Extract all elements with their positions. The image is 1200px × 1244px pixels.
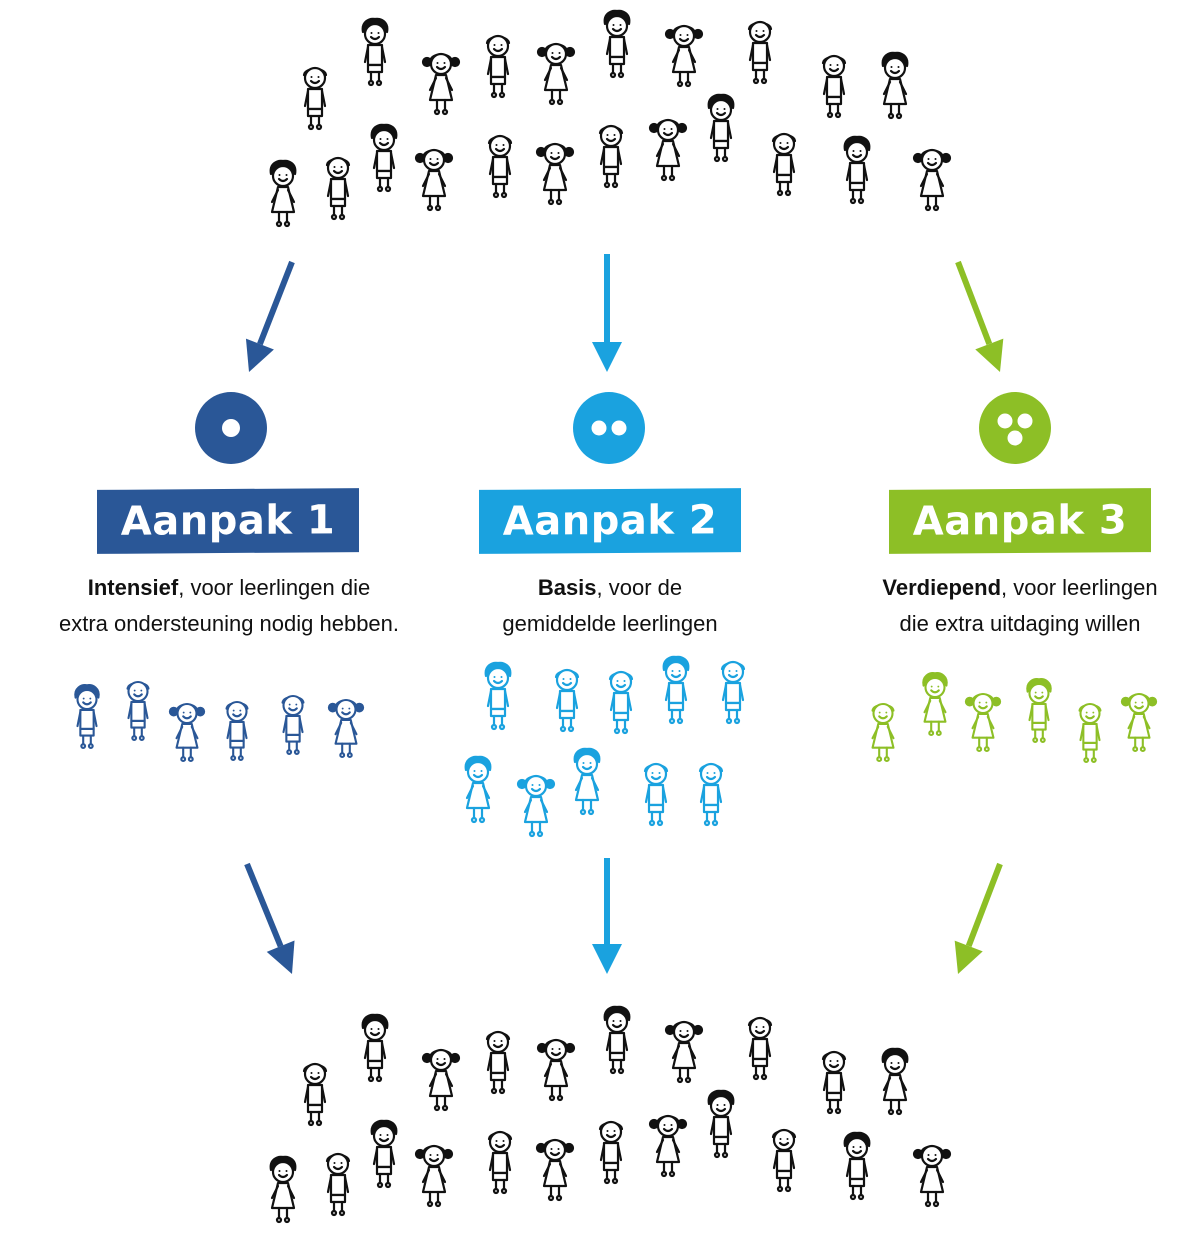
approach-1-bold: Intensief bbox=[87, 575, 179, 600]
group-2-student-4 bbox=[662, 655, 690, 725]
group-3-student-5 bbox=[1078, 702, 1102, 763]
student-bottom-4 bbox=[485, 1030, 511, 1095]
student-bottom-11 bbox=[269, 1155, 297, 1224]
group-2-student-7 bbox=[516, 774, 556, 838]
group-2-student-8 bbox=[573, 747, 601, 816]
arrow-to-approach-1 bbox=[245, 260, 295, 372]
approach-1-banner: Aanpak 1 bbox=[97, 488, 359, 554]
group-2-student-9 bbox=[643, 762, 669, 827]
student-top-10 bbox=[881, 51, 909, 120]
approach-1-level-icon bbox=[195, 392, 267, 464]
approach-1-label: Aanpak 1 bbox=[120, 497, 336, 545]
student-bottom-10 bbox=[881, 1047, 909, 1116]
group-2-student-2 bbox=[554, 668, 580, 733]
approach-3-bold: Verdiepend bbox=[882, 575, 1002, 600]
approach-2-bold: Basis bbox=[537, 575, 597, 600]
group-2-student-5 bbox=[720, 660, 746, 725]
group-1-student-4 bbox=[225, 700, 249, 761]
group-3-student-4 bbox=[1026, 678, 1052, 743]
student-top-19 bbox=[707, 93, 735, 163]
student-bottom-18 bbox=[648, 1114, 688, 1178]
student-bottom-9 bbox=[821, 1050, 847, 1115]
student-bottom-5 bbox=[536, 1038, 576, 1102]
approach-2-line1: , voor de bbox=[596, 575, 683, 600]
student-bottom-12 bbox=[325, 1152, 351, 1217]
approach-2-label: Aanpak 2 bbox=[502, 497, 718, 545]
group-1-student-5 bbox=[281, 694, 305, 755]
student-bottom-14 bbox=[414, 1144, 454, 1208]
group-2-student-10 bbox=[698, 762, 724, 827]
student-bottom-17 bbox=[598, 1120, 624, 1185]
student-bottom-22 bbox=[912, 1144, 952, 1208]
student-top-16 bbox=[535, 142, 575, 206]
student-top-11 bbox=[269, 159, 297, 228]
student-top-22 bbox=[912, 148, 952, 212]
student-bottom-2 bbox=[361, 1013, 389, 1083]
student-bottom-13 bbox=[370, 1119, 398, 1189]
student-top-3 bbox=[421, 52, 461, 116]
student-top-8 bbox=[747, 20, 773, 85]
group-1-student-2 bbox=[126, 680, 150, 741]
group-3-student-2 bbox=[922, 672, 948, 737]
group-2-student-1 bbox=[484, 661, 512, 731]
approach-3-level-icon bbox=[979, 392, 1051, 464]
group-3-student-6 bbox=[1120, 692, 1158, 753]
approach-2-level-icon bbox=[573, 392, 645, 464]
student-top-14 bbox=[414, 148, 454, 212]
student-top-21 bbox=[843, 135, 871, 205]
student-bottom-20 bbox=[771, 1128, 797, 1193]
group-1-student-1 bbox=[74, 684, 100, 749]
group-2-student-3 bbox=[608, 670, 634, 735]
student-top-6 bbox=[603, 9, 631, 79]
student-top-12 bbox=[325, 156, 351, 221]
arrow-to-approach-2 bbox=[592, 254, 622, 372]
student-top-7 bbox=[664, 24, 704, 88]
student-bottom-6 bbox=[603, 1005, 631, 1075]
student-top-5 bbox=[536, 42, 576, 106]
group-3-student-1 bbox=[871, 702, 895, 763]
arrow-from-approach-3 bbox=[954, 862, 1003, 974]
group-1-student-3 bbox=[168, 702, 206, 763]
approach-2-line2: gemiddelde leerlingen bbox=[502, 611, 718, 636]
student-bottom-21 bbox=[843, 1131, 871, 1201]
student-top-4 bbox=[485, 34, 511, 99]
student-top-20 bbox=[771, 132, 797, 197]
student-top-17 bbox=[598, 124, 624, 189]
approach-3-line2: die extra uitdaging willen bbox=[899, 611, 1141, 636]
student-bottom-15 bbox=[487, 1130, 513, 1195]
student-bottom-8 bbox=[747, 1016, 773, 1081]
approach-2-banner: Aanpak 2 bbox=[479, 488, 741, 554]
student-bottom-7 bbox=[664, 1020, 704, 1084]
group-2-student-6 bbox=[464, 755, 492, 824]
approach-2-description: Basis, voor de gemiddelde leerlingen bbox=[420, 570, 800, 642]
approach-3-line1: , voor leerlingen bbox=[1001, 575, 1158, 600]
arrow-to-approach-3 bbox=[955, 260, 1004, 372]
approach-3-label: Aanpak 3 bbox=[912, 497, 1128, 545]
approach-1-line1: , voor leerlingen die bbox=[178, 575, 371, 600]
group-1-student-6 bbox=[327, 698, 365, 759]
student-top-9 bbox=[821, 54, 847, 119]
arrow-from-approach-1 bbox=[244, 862, 295, 974]
student-bottom-19 bbox=[707, 1089, 735, 1159]
student-top-15 bbox=[487, 134, 513, 199]
student-top-1 bbox=[302, 66, 328, 131]
approach-3-banner: Aanpak 3 bbox=[889, 488, 1151, 554]
approach-1-description: Intensief, voor leerlingen die extra ond… bbox=[10, 570, 448, 642]
approach-1-line2: extra ondersteuning nodig hebben. bbox=[58, 611, 400, 636]
arrow-from-approach-2 bbox=[592, 858, 622, 974]
student-top-13 bbox=[370, 123, 398, 193]
student-bottom-1 bbox=[302, 1062, 328, 1127]
approach-3-description: Verdiepend, voor leerlingen die extra ui… bbox=[845, 570, 1195, 642]
student-top-18 bbox=[648, 118, 688, 182]
group-3-student-3 bbox=[964, 692, 1002, 753]
student-bottom-16 bbox=[535, 1138, 575, 1202]
student-top-2 bbox=[361, 17, 389, 87]
student-bottom-3 bbox=[421, 1048, 461, 1112]
